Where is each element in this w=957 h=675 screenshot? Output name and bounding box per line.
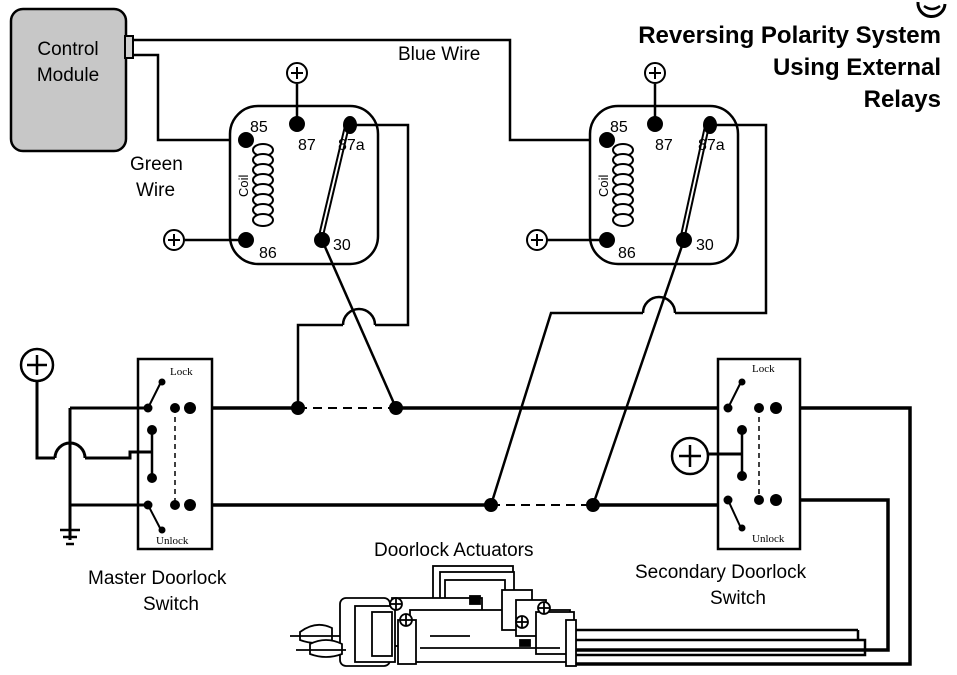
control-module-connector (124, 35, 134, 59)
relay-left-coil-icon (252, 143, 274, 227)
relay-left-pin85 (238, 132, 254, 148)
green-wire (133, 53, 246, 142)
relay-right-pin87a-label: 87a (698, 137, 725, 154)
relay-left-pin86-label: 86 (259, 245, 277, 262)
diagram-title: Reversing Polarity System Using External… (638, 20, 941, 116)
master-power-plus-icon (19, 347, 55, 383)
relay-left-87-plus-icon (286, 62, 308, 84)
title-line-1: Reversing Polarity System (638, 22, 941, 49)
secondary-switch-lock-label: Lock (752, 363, 775, 375)
master-switch-unlock-label: Unlock (156, 535, 189, 547)
relay-left: Coil 85 86 87 87a 30 (228, 104, 380, 266)
green-wire-label-2: Wire (136, 180, 175, 201)
secondary-switch-label-2: Switch (710, 588, 766, 609)
control-module-box (9, 7, 128, 153)
blue-wire (133, 38, 607, 142)
relay-right-pin30-label: 30 (696, 237, 714, 254)
relay-right-86-plus-icon (526, 229, 548, 251)
relay-left-pin85-label: 85 (250, 119, 268, 136)
control-module-label-1: Control (37, 39, 98, 60)
master-doorlock-switch: Lock Unlock (136, 357, 214, 551)
blue-wire-label: Blue Wire (398, 44, 480, 65)
relay-left-coil-label: Coil (236, 174, 251, 197)
relay-right-87-plus-icon (644, 62, 666, 84)
master-ground-icon (60, 528, 80, 546)
relay-right-pin87-label: 87 (655, 137, 673, 154)
master-switch-label-1: Master Doorlock (88, 568, 227, 589)
relay-left-pin30-label: 30 (333, 237, 351, 254)
relay-right: Coil 85 86 87 87a 30 (588, 104, 740, 266)
control-module-label-2: Module (37, 65, 99, 86)
title-line-3: Relays (863, 86, 941, 113)
relay-right-coil-label: Coil (596, 174, 611, 197)
relay-right-pin86-label: 86 (618, 245, 636, 262)
page-number-icon (916, 1, 947, 18)
doorlock-actuators-illustration (290, 565, 577, 667)
master-switch-label-2: Switch (143, 594, 199, 615)
secondary-doorlock-switch: Lock Unlock (716, 357, 802, 551)
title-line-2: Using External (772, 54, 941, 81)
green-wire-label-1: Green (130, 154, 183, 175)
relay-right-pin85-label: 85 (610, 119, 628, 136)
relay-right-pin85 (599, 132, 615, 148)
relay-left-pin87-label: 87 (298, 137, 316, 154)
relay-right-coil-icon (612, 143, 634, 227)
secondary-power-plus-icon (670, 436, 710, 476)
secondary-switch-unlock-label: Unlock (752, 533, 785, 545)
relay-left-pin87a-label: 87a (338, 137, 365, 154)
secondary-switch-label-1: Secondary Doorlock (635, 562, 807, 583)
doorlock-actuators-label: Doorlock Actuators (374, 540, 533, 561)
relay-left-86-plus-icon (163, 229, 185, 251)
master-switch-lock-label: Lock (170, 366, 193, 378)
